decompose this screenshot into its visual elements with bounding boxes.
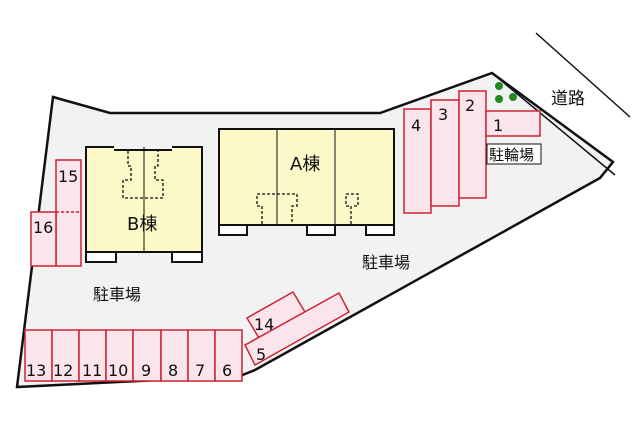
parking-space-7[interactable] xyxy=(187,329,216,382)
space-number-12: 12 xyxy=(53,361,73,380)
space-number-15: 15 xyxy=(58,167,78,186)
road-label: 道路 xyxy=(551,89,585,109)
space-number-8: 8 xyxy=(168,361,178,380)
parking-lot-label-left: 駐車場 xyxy=(93,285,141,304)
space-number-2: 2 xyxy=(465,96,475,115)
parking-space-1[interactable] xyxy=(485,110,541,137)
space-number-4: 4 xyxy=(411,116,421,135)
parking-lot-label-right: 駐車場 xyxy=(362,253,410,272)
space-number-13: 13 xyxy=(26,361,46,380)
road-edge-line xyxy=(491,72,616,176)
parking-space-2[interactable] xyxy=(458,90,487,199)
space-number-7: 7 xyxy=(195,361,205,380)
space-number-5: 5 xyxy=(256,345,266,364)
tree-icon xyxy=(495,95,503,103)
parking-space-9[interactable] xyxy=(132,329,162,382)
space-number-6: 6 xyxy=(222,361,232,380)
parking-space-5[interactable] xyxy=(244,291,351,367)
space-number-10: 10 xyxy=(108,361,128,380)
tree-icon xyxy=(509,93,517,101)
space-number-3: 3 xyxy=(438,105,448,124)
space-number-16: 16 xyxy=(33,218,53,237)
space-number-14: 14 xyxy=(254,315,274,334)
building-a-label: A棟 xyxy=(290,154,320,175)
bicycle-parking-label: 駐輪場 xyxy=(489,146,534,164)
space-number-1: 1 xyxy=(493,116,503,135)
building-b-label: B棟 xyxy=(127,214,157,235)
space-number-9: 9 xyxy=(141,361,151,380)
parking-space-6[interactable] xyxy=(214,329,243,382)
space-number-11: 11 xyxy=(82,361,102,380)
parking-space-11[interactable] xyxy=(78,329,107,382)
parking-space-3[interactable] xyxy=(430,99,460,207)
tree-icon xyxy=(495,82,503,90)
building-a xyxy=(218,128,395,236)
parking-space-16[interactable] xyxy=(30,211,57,267)
road-edge-line xyxy=(535,32,631,118)
building-b xyxy=(85,145,203,263)
